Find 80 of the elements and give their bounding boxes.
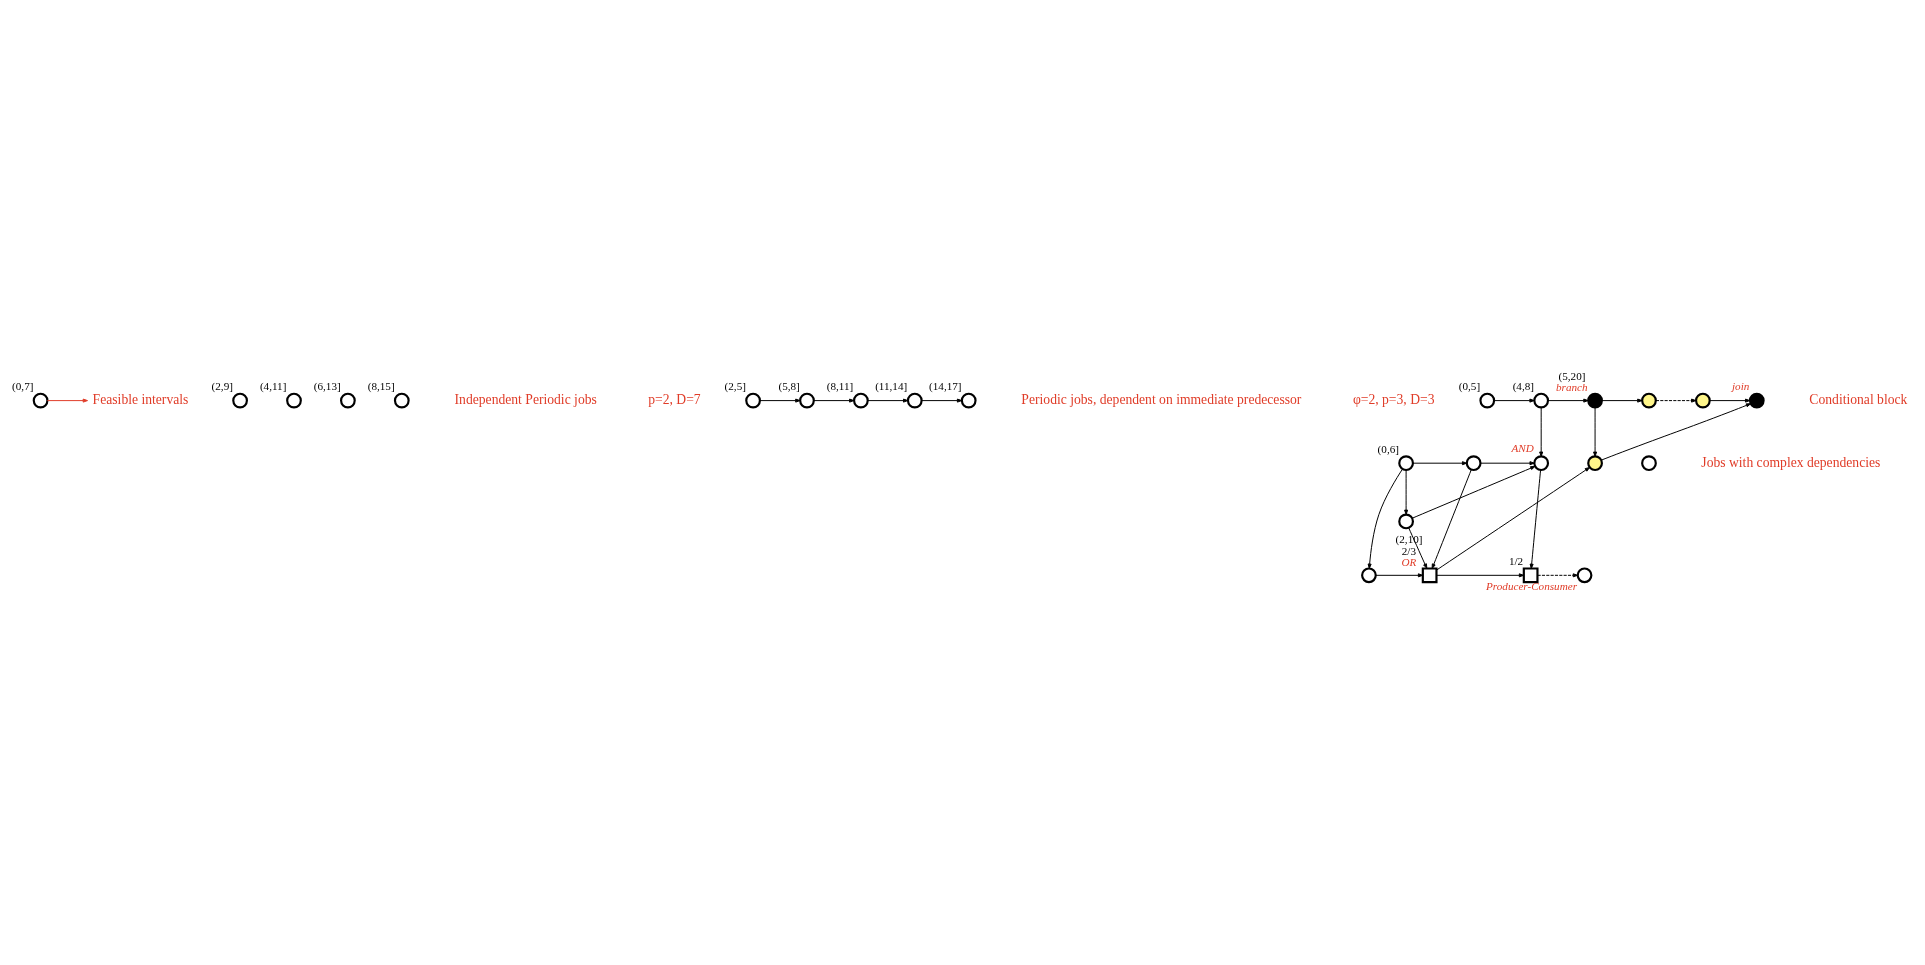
node-circle <box>1361 566 1377 583</box>
node-label: (14,17] <box>929 379 962 392</box>
label: Independent Periodic jobs <box>454 391 597 407</box>
node-label: (5,8] <box>778 379 800 392</box>
node-label: join <box>1732 379 1750 392</box>
node-label: AND <box>1511 441 1534 454</box>
node-box <box>1421 566 1438 583</box>
node-circle <box>1587 454 1603 471</box>
arrow <box>867 398 909 403</box>
arrow <box>1375 572 1424 577</box>
arrow <box>1600 402 1752 461</box>
node-circle <box>1479 392 1496 408</box>
node-label: (0,5] <box>1458 379 1481 392</box>
node-circle <box>32 392 49 408</box>
node-circle <box>1398 454 1414 471</box>
node-circle <box>1533 454 1550 471</box>
node-circle <box>1465 454 1482 471</box>
arrow <box>1367 468 1403 569</box>
node-label: (8,15] <box>367 379 395 392</box>
arrow <box>1539 406 1544 457</box>
node-label: Producer-Consumer <box>1486 579 1577 592</box>
node-label: OR <box>1401 555 1417 568</box>
node-text: Feasible intervals <box>92 391 189 407</box>
label: Conditional block <box>1809 391 1908 407</box>
node-circle <box>1695 392 1711 408</box>
node-circle <box>1748 392 1765 408</box>
node-label: (2,5] <box>724 379 746 392</box>
node-circle <box>1533 392 1550 408</box>
node-circle <box>393 392 410 408</box>
node-circle <box>799 392 815 408</box>
node-circle <box>286 392 302 408</box>
arrow <box>1480 460 1535 465</box>
node-label: (0,7] <box>12 379 34 392</box>
node-circle <box>340 392 356 408</box>
node-circle <box>1398 513 1414 529</box>
arrow <box>1431 468 1472 569</box>
arrow <box>1404 469 1409 515</box>
arrow <box>46 398 88 403</box>
node-label: (8,11] <box>826 379 854 392</box>
label: Periodic jobs, dependent on immediate predecessor <box>1021 391 1302 407</box>
node-circle <box>1587 392 1603 408</box>
arrow <box>1593 406 1598 457</box>
node-label: (2,9] <box>211 379 233 392</box>
node-circle <box>232 392 248 408</box>
label: Jobs with complex dependencies <box>1701 454 1881 470</box>
node-label: (6,13] <box>313 379 341 392</box>
arrow <box>1408 526 1428 569</box>
node-circle <box>853 392 869 408</box>
node-label: (4,8] <box>1512 379 1535 392</box>
node-label: (11,14] <box>875 379 908 392</box>
arrow <box>813 398 855 403</box>
arrow <box>1601 398 1643 403</box>
node-label: (4,11] <box>259 379 287 392</box>
arrow <box>1436 466 1591 571</box>
node-label: (5,20] <box>1558 369 1586 382</box>
node-circle <box>1641 392 1657 408</box>
node-label: 1/2 <box>1508 554 1524 567</box>
node-circle <box>1576 566 1593 583</box>
node-circle <box>1641 454 1657 471</box>
node-label: 2/3 <box>1401 544 1417 556</box>
label: φ=2, p=3, D=3 <box>1352 391 1435 407</box>
node-label: (0,6] <box>1377 442 1399 455</box>
node-circle <box>960 392 977 408</box>
node-label: branch <box>1556 380 1588 393</box>
arrow <box>1547 398 1589 403</box>
node-box <box>1522 566 1539 583</box>
node-circle <box>906 392 923 408</box>
label: p=2, D=7 <box>648 391 701 407</box>
arrow <box>1529 469 1542 569</box>
arrow <box>1436 572 1525 577</box>
arrow <box>1412 460 1468 465</box>
arrow <box>1493 398 1535 403</box>
arrow <box>1709 398 1751 403</box>
arrow <box>1655 398 1697 403</box>
arrow <box>1411 465 1536 519</box>
arrow <box>759 398 801 403</box>
node-label: (2,10] <box>1395 532 1423 545</box>
arrow <box>921 398 963 403</box>
node-circle <box>745 392 761 408</box>
arrow <box>1537 572 1579 577</box>
